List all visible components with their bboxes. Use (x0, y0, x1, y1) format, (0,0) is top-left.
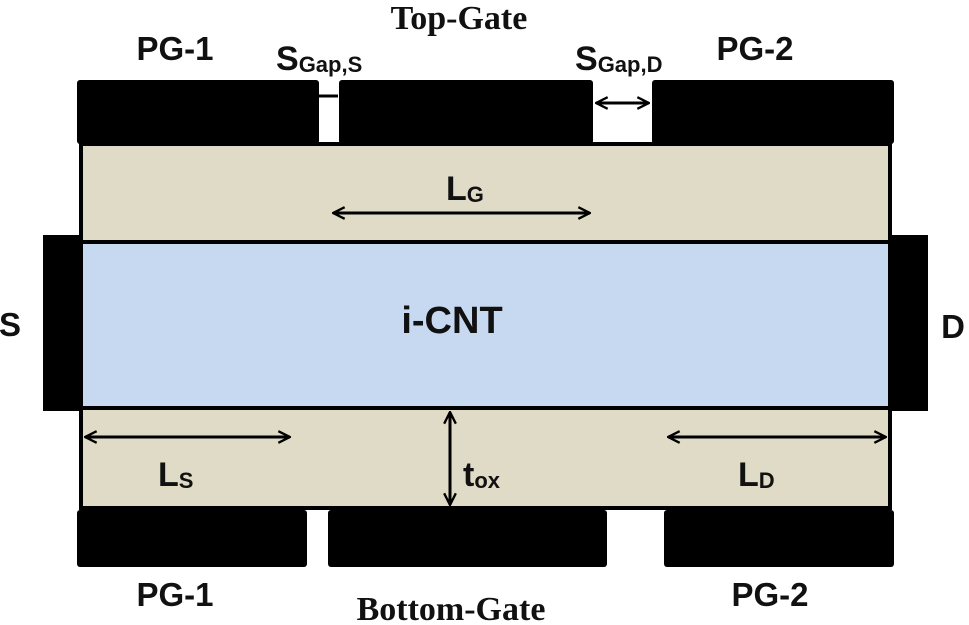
bottom-pg2-label: PG-2 (731, 576, 808, 613)
cnt-channel (79, 240, 892, 410)
drain-contact (888, 235, 928, 411)
top-pg1-electrode (77, 80, 319, 144)
bottom-gate-electrode (328, 510, 607, 567)
ld-label: LD (738, 456, 775, 494)
bottom-pg1-label: PG-1 (136, 576, 213, 613)
top-gate-electrode (339, 80, 593, 144)
top-pg1-label: PG-1 (136, 30, 213, 67)
top-oxide (79, 142, 892, 244)
source-label: S (0, 306, 21, 343)
channel-label: i-CNT (401, 300, 502, 342)
top-pg2-electrode (652, 80, 894, 144)
lg-label: LG (446, 170, 484, 208)
source-contact (43, 235, 83, 411)
bottom-pg2-electrode (664, 510, 894, 567)
top-pg2-label: PG-2 (716, 30, 793, 67)
bottom-pg1-electrode (77, 510, 307, 567)
top-gate-label: Top-Gate (391, 0, 528, 37)
sgap-s-label: SGap,S (276, 40, 362, 78)
drain-label: D (941, 308, 965, 345)
tox-label: tox (463, 456, 501, 494)
sgap-d-label: SGap,D (575, 40, 662, 78)
bottom-oxide (79, 406, 892, 510)
ls-label: LS (158, 456, 193, 494)
bottom-gate-label: Bottom-Gate (357, 591, 546, 625)
